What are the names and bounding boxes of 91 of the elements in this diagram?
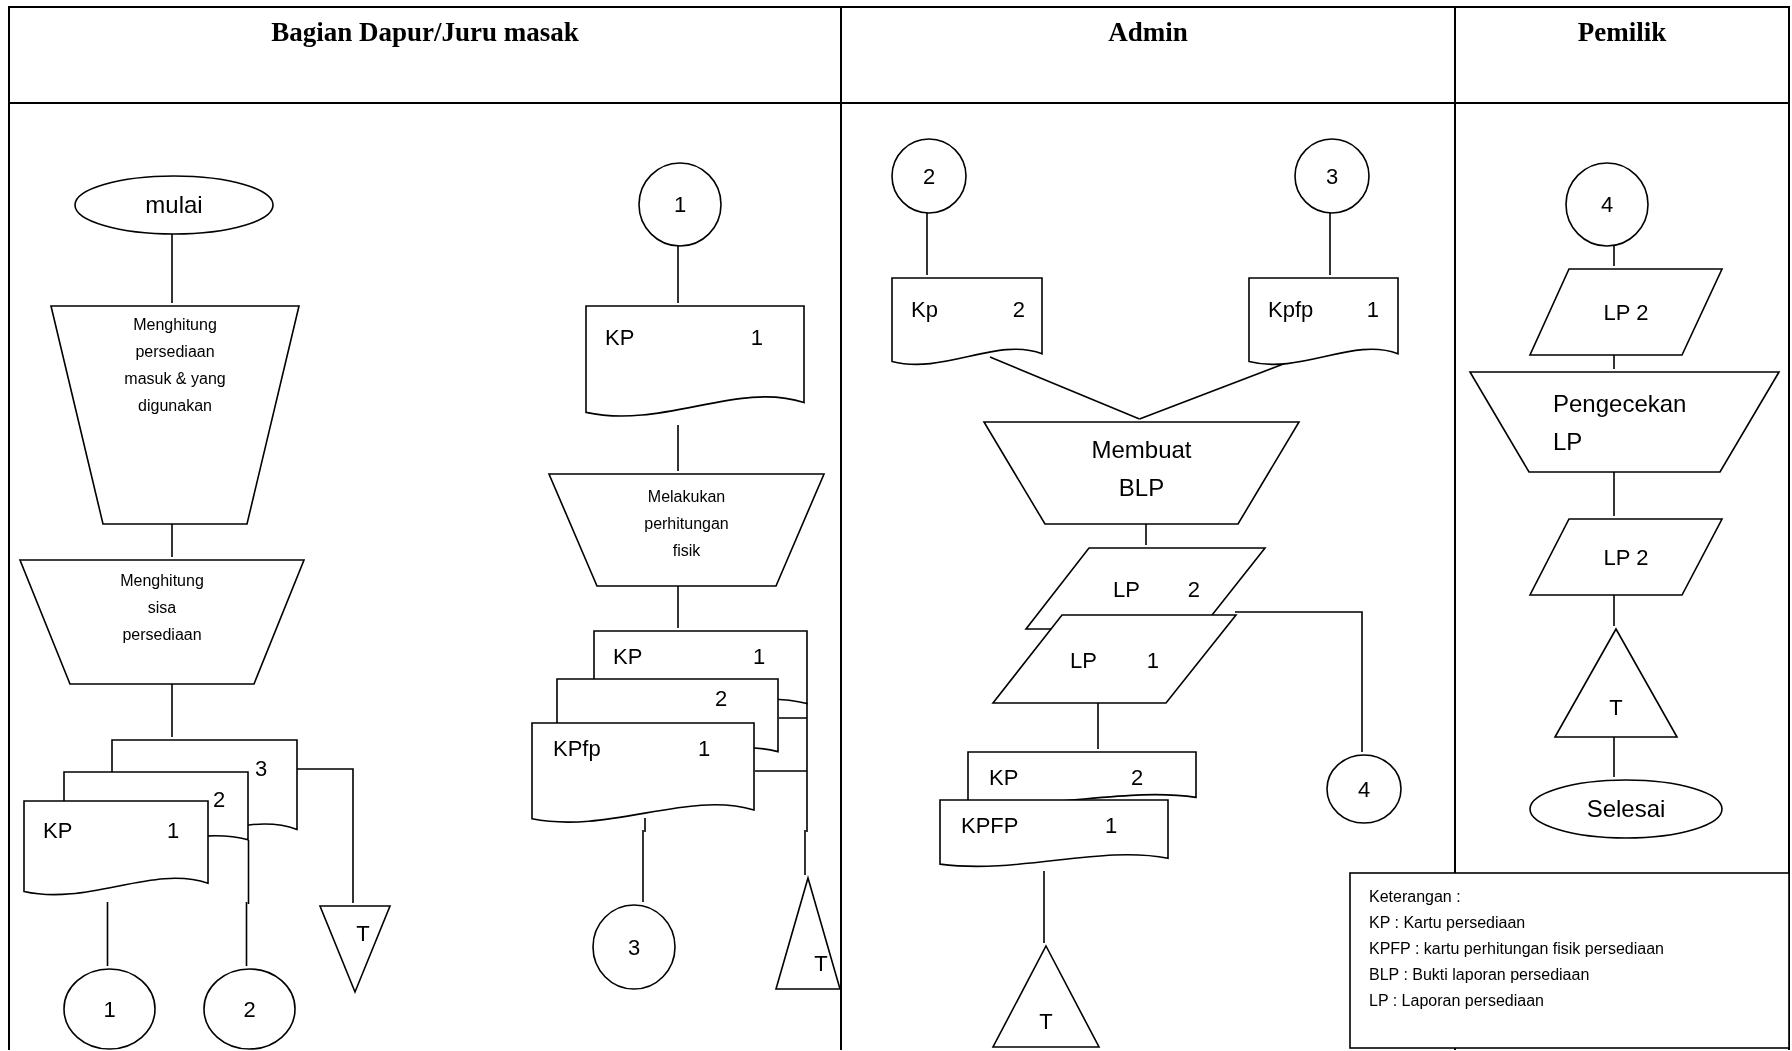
manual-operation-trapezoid — [983, 421, 1300, 525]
node-label: Pengecekan LP — [1553, 389, 1688, 457]
node-label: 3 — [627, 933, 641, 962]
connector-circle — [63, 968, 156, 1050]
connector-line — [1043, 870, 1045, 944]
node-label: 1 — [753, 644, 766, 670]
node-label: Melakukan perhitungan fisik — [643, 487, 730, 561]
node-label: LP : Laporan persediaan — [1369, 991, 1544, 1011]
node-label: Menghitung sisa persediaan — [119, 571, 205, 645]
connector-line — [642, 829, 644, 903]
node-label: 1 — [167, 818, 180, 844]
node-label: 1 — [1146, 647, 1160, 675]
storage-triangle — [1554, 628, 1678, 738]
node-label: KP — [989, 765, 1019, 791]
node-label: 1 — [750, 324, 763, 352]
connector-line — [1234, 611, 1363, 753]
node-label: KP : Kartu persediaan — [1369, 913, 1526, 933]
node-label: Keterangan : — [1369, 887, 1461, 907]
manual-operation-trapezoid — [548, 473, 825, 587]
node-label: KPFP : kartu perhitungan fisik persediaan — [1369, 939, 1664, 959]
connector-circle — [891, 138, 967, 214]
node-label: KP — [613, 644, 643, 670]
note-box — [1349, 872, 1790, 1049]
node-label: KP — [43, 818, 73, 844]
node-label: T — [814, 950, 828, 978]
node-label: mulai — [145, 190, 203, 220]
node-label: Membuat BLP — [1090, 435, 1193, 503]
storage-triangle — [775, 877, 841, 990]
node-label: 1 — [698, 736, 711, 762]
node-label: Selesai — [1586, 794, 1666, 824]
node-label: LP — [1112, 576, 1140, 604]
node-label: 1 — [1366, 296, 1379, 324]
node-label: T — [1039, 1008, 1053, 1036]
node-label: 2 — [922, 162, 936, 191]
node-label: KPfp — [553, 736, 601, 762]
node-label: 1 — [673, 191, 687, 219]
node-label: 3 — [1325, 162, 1339, 191]
node-label: 2 — [213, 787, 226, 813]
terminator-ellipse — [1529, 779, 1723, 839]
document-stack — [531, 630, 808, 832]
connector-circle — [638, 162, 722, 247]
connector-line — [677, 244, 679, 304]
connector-line — [804, 829, 806, 876]
node-label: 1 — [1105, 813, 1118, 839]
connector-circle — [1326, 754, 1402, 824]
connector-line — [1613, 244, 1615, 267]
node-label: 2 — [1012, 296, 1025, 324]
manual-operation-trapezoid — [1469, 371, 1780, 473]
terminator-ellipse — [74, 175, 274, 235]
document-stack — [23, 739, 298, 904]
storage-triangle — [319, 905, 391, 993]
node-label: BLP : Bukti laporan persediaan — [1369, 965, 1590, 985]
node-label: 2 — [1187, 576, 1201, 604]
storage-triangle — [992, 945, 1100, 1048]
connector-circle — [1294, 138, 1370, 214]
node-label: T — [356, 920, 370, 948]
node-label: KP — [605, 324, 635, 352]
connector-line — [1329, 211, 1331, 276]
data-parallelogram — [1529, 518, 1723, 596]
connector-line — [106, 901, 109, 967]
node-label: 4 — [1357, 775, 1371, 804]
node-label: LP 2 — [1603, 298, 1649, 327]
node-label: T — [1609, 694, 1623, 722]
connector-circle — [1565, 162, 1649, 247]
connector-line — [171, 232, 173, 304]
connector-line — [926, 211, 928, 276]
node-label: LP — [1069, 647, 1097, 675]
connector-circle — [203, 968, 296, 1050]
node-label: 3 — [255, 756, 268, 782]
node-label: 2 — [243, 995, 256, 1024]
data-parallelogram — [1529, 268, 1723, 356]
connector-line — [245, 901, 248, 967]
node-label: Menghitung persediaan masuk & yang digunakan — [123, 315, 227, 416]
manual-operation-trapezoid — [50, 305, 300, 525]
node-label: 4 — [1600, 191, 1614, 219]
lane-title: Admin — [1108, 16, 1188, 49]
node-label: KPFP — [961, 813, 1019, 839]
node-label: 2 — [715, 686, 728, 712]
data-parallelogram — [992, 614, 1237, 704]
node-label: Kp — [911, 296, 938, 324]
connector-circle — [592, 904, 676, 990]
connector-line — [677, 424, 679, 472]
node-label: 2 — [1131, 765, 1144, 791]
swimlane — [8, 6, 840, 1050]
lane-title: Bagian Dapur/Juru masak — [271, 16, 579, 49]
node-label: LP 2 — [1603, 543, 1649, 572]
connector-line — [989, 356, 1141, 420]
node-label: Kpfp — [1268, 296, 1314, 324]
lane-title: Pemilik — [1577, 16, 1667, 49]
manual-operation-trapezoid — [19, 559, 305, 685]
node-label: 1 — [103, 995, 116, 1024]
